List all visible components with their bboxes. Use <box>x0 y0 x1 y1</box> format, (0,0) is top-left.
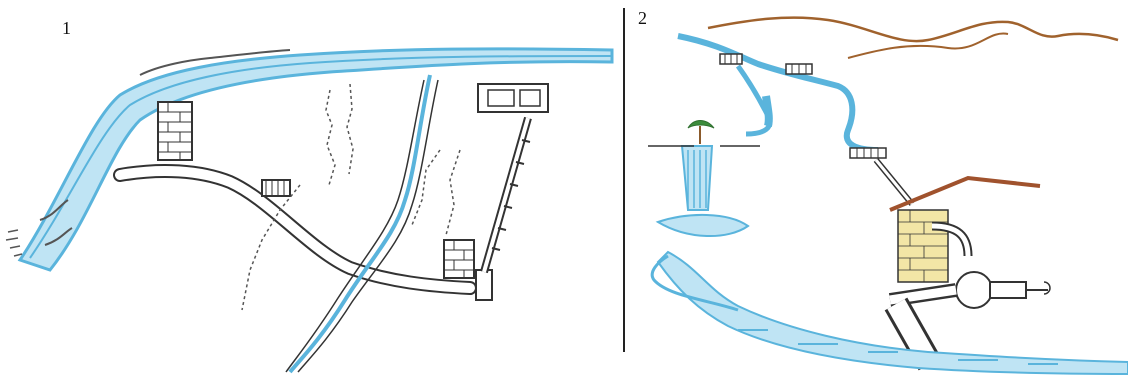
mid-waterfall <box>766 96 769 126</box>
panel-2-drawing <box>628 0 1128 376</box>
tunnel-inner <box>120 171 470 288</box>
panel-1-hydro-scheme: 1 <box>0 0 620 376</box>
panel-divider <box>623 8 625 352</box>
pump-house <box>890 178 1040 282</box>
channel-inner <box>876 160 912 204</box>
panel-1-drawing <box>0 0 620 376</box>
check-dam-3 <box>850 148 886 158</box>
gully-4 <box>446 150 460 235</box>
tail-river-bank <box>286 80 438 372</box>
mountain-ridge <box>708 18 1118 42</box>
dam <box>158 102 192 160</box>
bank-texture <box>6 230 22 256</box>
penstock-inner <box>484 118 528 272</box>
gate-structure <box>262 180 290 196</box>
upper-stream <box>678 36 878 150</box>
gully-1 <box>326 90 335 185</box>
mountain-ridge-2 <box>848 34 1008 58</box>
check-dam-1 <box>720 54 742 64</box>
tail-river <box>290 75 430 372</box>
tree-icon <box>688 121 714 145</box>
check-dam-2 <box>786 64 812 74</box>
gully-2 <box>347 84 353 174</box>
intake-building <box>478 84 548 112</box>
panel-2-water-system: 2 <box>628 0 1128 376</box>
river <box>20 49 612 270</box>
waterfall <box>658 146 748 236</box>
